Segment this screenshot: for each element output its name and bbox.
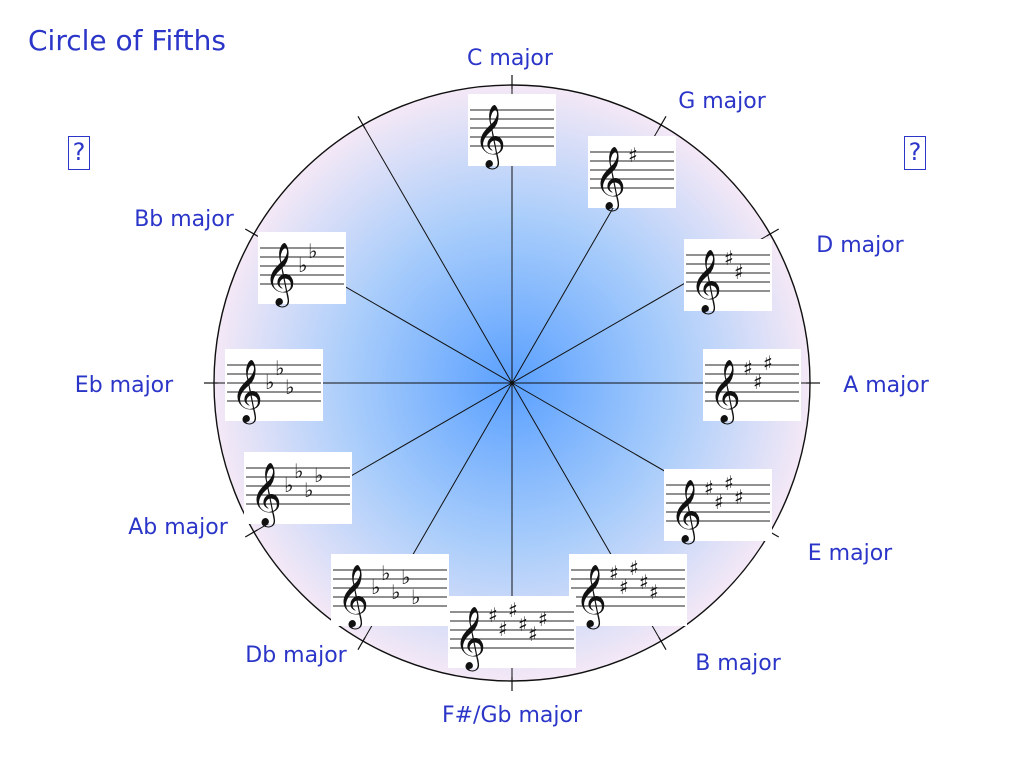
tick-mark (244, 228, 258, 237)
key-label: A major (843, 373, 930, 398)
sharp-icon: ♯ (609, 561, 619, 585)
page-title: Circle of Fifths (28, 24, 226, 57)
sharp-icon: ♯ (753, 370, 763, 394)
card-background (331, 554, 449, 626)
tick-mark (357, 637, 366, 651)
sharp-icon: ♯ (528, 622, 538, 646)
key-signature-card: 𝄞♯♯♯♯♯ (569, 554, 687, 630)
key-signature-card: 𝄞♯ (588, 136, 676, 212)
sharp-icon: ♯ (734, 260, 744, 284)
treble-clef-icon: 𝄞 (231, 359, 263, 425)
sharp-icon: ♯ (628, 143, 638, 167)
flat-icon: ♭ (284, 473, 293, 497)
treble-clef-icon: 𝄞 (594, 146, 626, 212)
treble-clef-icon: 𝄞 (709, 359, 741, 425)
key-label: Eb major (75, 373, 174, 398)
key-signature-card: 𝄞♯♯ (684, 239, 772, 315)
ticks (204, 75, 820, 691)
flat-icon: ♭ (411, 585, 420, 609)
card-background (468, 94, 556, 166)
flat-icon: ♭ (401, 565, 410, 589)
sharp-icon: ♯ (724, 246, 734, 270)
tick-mark (244, 529, 258, 538)
key-signature-card: 𝄞♭♭♭♭♭ (331, 554, 449, 630)
sharp-icon: ♯ (649, 580, 659, 604)
key-signature-card: 𝄞♯♯♯ (703, 349, 801, 425)
card-background (244, 452, 352, 524)
flat-icon: ♭ (371, 575, 380, 599)
flat-icon: ♭ (391, 580, 400, 604)
sharp-icon: ♯ (734, 485, 744, 509)
tick-mark (357, 115, 366, 129)
sharp-icon: ♯ (639, 570, 649, 594)
key-signature-card: 𝄞♭♭♭♭ (244, 452, 352, 528)
flat-icon: ♭ (275, 356, 284, 380)
spoke-line (362, 124, 513, 384)
treble-clef-icon: 𝄞 (670, 479, 702, 545)
sharp-icon: ♯ (619, 575, 629, 599)
flat-icon: ♭ (314, 463, 323, 487)
key-label: C major (467, 46, 554, 71)
card-background (258, 232, 346, 304)
key-label: F#/Gb major (442, 703, 583, 728)
key-label: G major (678, 89, 767, 114)
sharp-icon: ♯ (538, 607, 548, 631)
card-background (664, 469, 772, 541)
key-labels: C major G major D major A major E major B maj… (75, 46, 930, 728)
sharp-icon: ♯ (498, 617, 508, 641)
key-label: D major (816, 233, 904, 258)
sharp-icon: ♯ (763, 351, 773, 375)
card-background (703, 349, 801, 421)
treble-clef-icon: 𝄞 (250, 462, 282, 528)
card-background (448, 596, 576, 668)
treble-clef-icon: 𝄞 (454, 606, 486, 672)
key-signature-card: 𝄞♭♭♭ (225, 349, 323, 425)
key-label: B major (695, 651, 782, 676)
card-background (225, 349, 323, 421)
sharp-icon: ♯ (714, 490, 724, 514)
treble-clef-icon: 𝄞 (474, 104, 506, 170)
sharp-icon: ♯ (488, 603, 498, 627)
sharp-icon: ♯ (508, 598, 518, 622)
sharp-icon: ♯ (629, 556, 639, 580)
sharp-icon: ♯ (518, 612, 528, 636)
key-signature-card: 𝄞♭♭ (258, 232, 346, 308)
missing-glyph-icon[interactable]: ? (68, 136, 90, 170)
sharp-icon: ♯ (704, 476, 714, 500)
card-background (684, 239, 772, 311)
card-background (588, 136, 676, 208)
treble-clef-icon: 𝄞 (337, 564, 369, 630)
tick-mark (658, 637, 667, 651)
key-label: Bb major (134, 207, 235, 232)
key-signature-card: 𝄞♯♯♯♯♯♯ (448, 596, 576, 672)
sharp-icon: ♯ (743, 356, 753, 380)
key-signature-card: 𝄞 (468, 94, 556, 170)
flat-icon: ♭ (265, 370, 274, 394)
flat-icon: ♭ (308, 239, 317, 263)
flat-icon: ♭ (304, 478, 313, 502)
flat-icon: ♭ (294, 459, 303, 483)
key-label: Db major (245, 643, 347, 668)
key-label: E major (808, 541, 893, 566)
treble-clef-icon: 𝄞 (264, 242, 296, 308)
flat-icon: ♭ (285, 375, 294, 399)
treble-clef-icon: 𝄞 (575, 564, 607, 630)
tick-mark (658, 115, 667, 129)
flat-icon: ♭ (298, 253, 307, 277)
treble-clef-icon: 𝄞 (690, 249, 722, 315)
key-signature-cards: 𝄞𝄞♯𝄞♯♯𝄞♯♯♯𝄞♯♯♯♯𝄞♯♯♯♯♯𝄞♯♯♯♯♯♯𝄞♭♭♭♭♭𝄞♭♭♭♭𝄞… (225, 94, 801, 672)
key-label: Ab major (128, 515, 228, 540)
flat-icon: ♭ (381, 561, 390, 585)
card-background (569, 554, 687, 626)
key-signature-card: 𝄞♯♯♯♯ (664, 469, 772, 545)
sharp-icon: ♯ (724, 471, 734, 495)
tick-mark (766, 228, 780, 237)
missing-glyph-icon[interactable]: ? (904, 136, 926, 170)
